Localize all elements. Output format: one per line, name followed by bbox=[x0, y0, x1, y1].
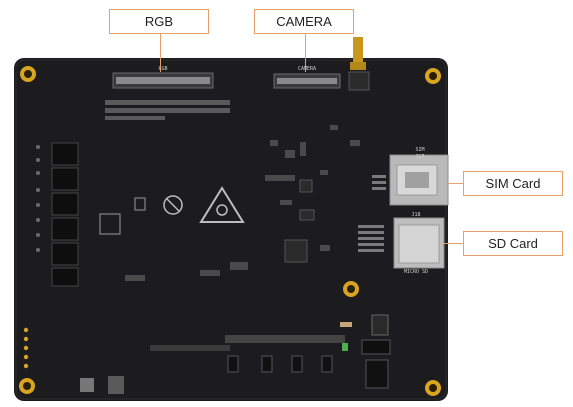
sim-leader bbox=[448, 183, 463, 184]
mounting-hole bbox=[425, 380, 441, 396]
smd-components bbox=[125, 125, 360, 281]
sim-silkscreen: SIM bbox=[415, 147, 424, 153]
camera-callout: CAMERA bbox=[254, 9, 354, 34]
brand-logo-icon bbox=[199, 186, 245, 223]
mounting-hole bbox=[19, 378, 35, 394]
rgb-connector: RGB bbox=[112, 66, 214, 89]
sim-card-slot: SIM J17 bbox=[389, 147, 449, 206]
pcb-board bbox=[14, 58, 448, 401]
button-column bbox=[36, 142, 79, 287]
qr-square bbox=[99, 213, 121, 235]
pb-free-icon bbox=[163, 195, 183, 215]
mounting-hole bbox=[343, 281, 359, 297]
rgb-leader bbox=[160, 34, 161, 72]
j18-silkscreen: J18 bbox=[411, 212, 420, 218]
slot-pin-labels bbox=[358, 175, 386, 252]
bottom-components bbox=[80, 314, 391, 394]
j17-silkscreen: J17 bbox=[415, 154, 424, 160]
mounting-hole bbox=[425, 68, 441, 84]
camera-silkscreen: CAMERA bbox=[298, 66, 316, 72]
camera-leader bbox=[305, 34, 306, 72]
mounting-hole bbox=[20, 66, 36, 82]
antenna-connector bbox=[348, 37, 370, 91]
rgb-silkscreen: RGB bbox=[158, 66, 167, 72]
sd-card-slot: J18 MICRO SD bbox=[393, 212, 445, 275]
resistor-array bbox=[105, 100, 230, 120]
sim-card-callout: SIM Card bbox=[463, 171, 563, 196]
sd-card-callout: SD Card bbox=[463, 231, 563, 256]
header-pins bbox=[23, 327, 29, 369]
bin-icon bbox=[134, 197, 146, 211]
rgb-callout: RGB bbox=[109, 9, 209, 34]
micro-sd-silkscreen: MICRO SD bbox=[404, 269, 428, 275]
camera-connector: CAMERA bbox=[273, 66, 341, 89]
sd-leader bbox=[444, 243, 463, 244]
